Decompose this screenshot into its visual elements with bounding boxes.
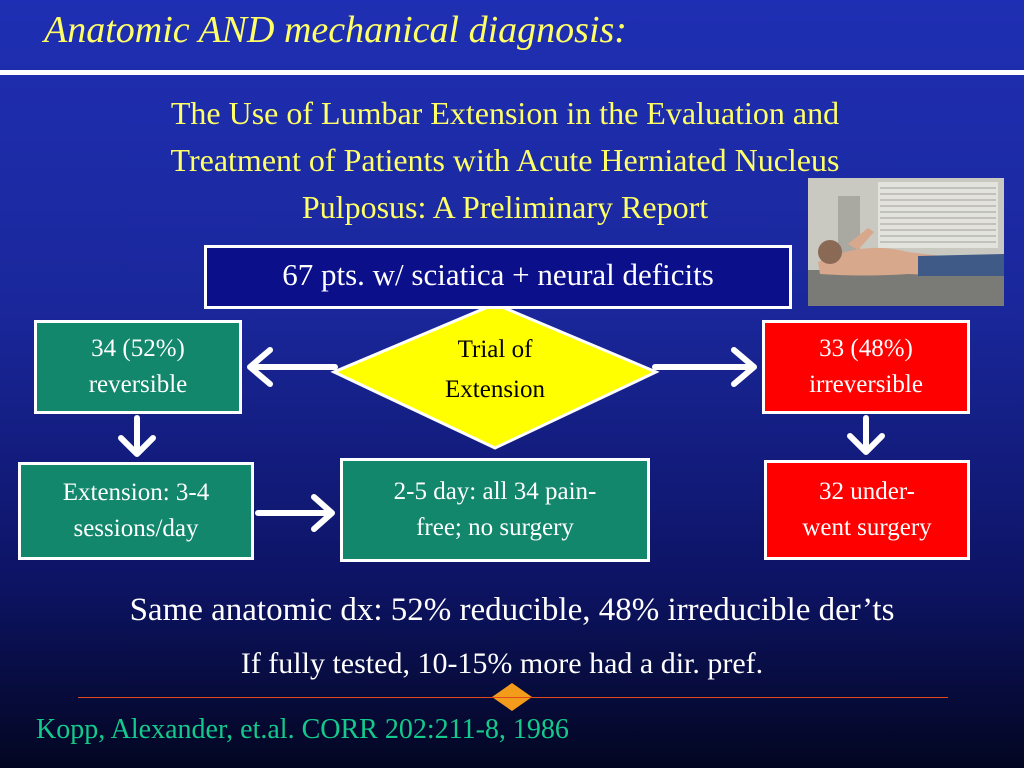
arrow-extension-to-painfree — [255, 494, 335, 532]
decision-label-line-1: Trial of — [457, 336, 533, 363]
surgery-box: 32 under- went surgery — [764, 460, 970, 560]
painfree-box: 2-5 day: all 34 pain- free; no surgery — [340, 458, 650, 562]
extension-line-2: sessions/day — [73, 515, 199, 542]
decision-label-line-2: Extension — [445, 376, 545, 403]
arrow-to-reversible — [247, 347, 338, 387]
irreversible-box: 33 (48%) irreversible — [762, 320, 970, 414]
decision-diamond — [330, 302, 660, 450]
title-divider — [0, 70, 1024, 75]
surgery-line-2: went surgery — [802, 514, 932, 541]
surgery-line-1: 32 under- — [819, 478, 915, 505]
bottom-divider — [78, 697, 948, 698]
paper-title-line-3: Pulposus: A Preliminary Report — [301, 189, 709, 225]
patient-extension-photo — [808, 178, 1004, 306]
paper-title-line-1: The Use of Lumbar Extension in the Evalu… — [170, 95, 840, 131]
irreversible-line-2: irreversible — [809, 371, 923, 398]
extension-sessions-box: Extension: 3-4 sessions/day — [18, 462, 254, 560]
slide-title: Anatomic AND mechanical diagnosis: — [44, 9, 627, 51]
painfree-line-1: 2-5 day: all 34 pain- — [393, 478, 597, 505]
paper-title-line-2: Treatment of Patients with Acute Herniat… — [170, 142, 840, 178]
patient-photo-illustration — [808, 178, 1004, 306]
extension-line-1: Extension: 3-4 — [62, 479, 210, 506]
paper-title: The Use of Lumbar Extension in the Evalu… — [60, 90, 950, 231]
citation: Kopp, Alexander, et.al. CORR 202:211-8, … — [36, 714, 569, 745]
arrow-reversible-to-extension — [118, 415, 156, 457]
summary-line-2: If fully tested, 10-15% more had a dir. … — [240, 647, 764, 680]
reversible-box: 34 (52%) reversible — [34, 320, 242, 414]
reversible-line-2: reversible — [88, 371, 188, 398]
summary-line-1: Same anatomic dx: 52% reducible, 48% irr… — [129, 592, 895, 628]
arrow-to-irreversible — [652, 347, 757, 387]
decision-label: Trial of Extension — [410, 330, 580, 410]
reversible-line-1: 34 (52%) — [91, 335, 185, 362]
painfree-line-2: free; no surgery — [416, 514, 574, 541]
arrow-irreversible-to-surgery — [847, 415, 885, 455]
irreversible-line-1: 33 (48%) — [819, 335, 913, 362]
patients-box: 67 pts. w/ sciatica + neural deficits — [204, 245, 792, 309]
